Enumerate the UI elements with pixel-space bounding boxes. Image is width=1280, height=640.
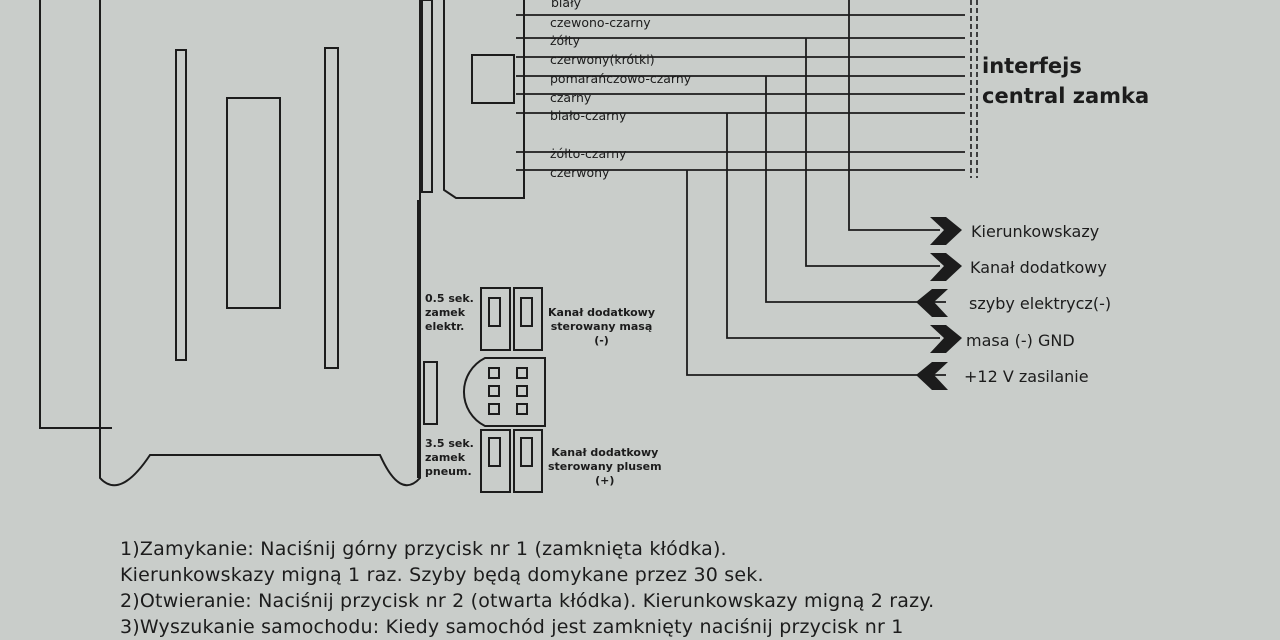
jumper-label-bottom-left: 3.5 sek. zamek pneum. [425,437,474,478]
jumper-bottom-b [513,429,543,493]
route-kanal-dodatkowy [805,38,940,267]
jumper-top-a [480,287,511,351]
six-pin-connector [463,357,546,427]
wire-label: czarny [550,90,592,105]
housing-slot-right [324,47,339,369]
jumper-label-line: zamek [425,450,466,464]
jumper-label-top-right: Kanał dodatkowy sterowany masą (-) [548,306,655,347]
jumper-label-line: 0.5 sek. [425,292,474,305]
interface-title-line2: central zamka [982,84,1150,108]
interface-title-line1: interfejs [982,54,1082,78]
wire-label: pomarańczowo-czarny [550,71,692,86]
arrow-right-icon [930,217,962,245]
output-label-szyby: szyby elektrycz(-) [969,294,1112,313]
route-zasilanie [686,170,946,376]
housing-left-panel [39,0,112,429]
connector-tab [471,54,515,104]
jumper-label-line: pneum. [425,464,472,478]
wire-label: żółty [550,33,581,48]
route-masa [726,113,940,339]
wire-label: czerwony(krótki) [550,52,655,67]
jumper-bottom-a [480,429,511,493]
arrow-left-icon [916,289,948,317]
output-label-masa: masa (-) GND [966,331,1075,350]
route-kierunkowskazy [848,0,940,231]
housing-slot-left [175,49,187,361]
wire-label: żółto-czarny [550,146,627,161]
jumper-label-line: elektr. [425,319,465,333]
jumper-label-line: sterowany plusem [548,459,662,473]
wire-label: biało-czarny [550,108,627,123]
wire-label: biały [551,0,582,10]
instruction-line: 3)Wyszukanie samochodu: Kiedy samochód j… [120,616,904,638]
output-label-zasilanie: +12 V zasilanie [964,367,1089,386]
route-szyby [765,76,946,303]
jumper-label-line: zamek [425,305,466,319]
jumper-label-line: Kanał dodatkowy [551,446,659,459]
wire-label: czerwony [550,165,610,180]
arrow-right-icon [930,325,962,353]
arrow-right-icon [930,253,962,281]
jumper-top-b [513,287,543,351]
board-side-tab [423,361,438,425]
jumper-label-line: (-) [594,333,609,347]
instruction-line: 2)Otwieranie: Naciśnij przycisk nr 2 (ot… [120,590,935,612]
housing-window [226,97,281,309]
jumper-label-bottom-right: Kanał dodatkowy sterowany plusem (+) [548,446,662,487]
housing-strip [421,0,433,193]
jumper-label-line: Kanał dodatkowy [548,306,656,319]
jumper-label-line: 3.5 sek. [425,437,474,450]
wire-label: czewono-czarny [550,15,651,30]
instruction-line: Kierunkowskazy migną 1 raz. Szyby będą d… [120,564,764,586]
jumper-label-line: sterowany masą [550,319,653,333]
output-label-kierunkowskazy: Kierunkowskazy [971,222,1100,241]
arrow-left-icon [916,362,948,390]
jumper-label-line: (+) [595,473,615,487]
output-label-kanal-dodatkowy: Kanał dodatkowy [970,258,1107,277]
housing-outline [99,0,421,487]
instruction-line: 1)Zamykanie: Naciśnij górny przycisk nr … [120,538,727,560]
jumper-label-top-left: 0.5 sek. zamek elektr. [425,292,474,333]
connector-block [443,0,525,199]
